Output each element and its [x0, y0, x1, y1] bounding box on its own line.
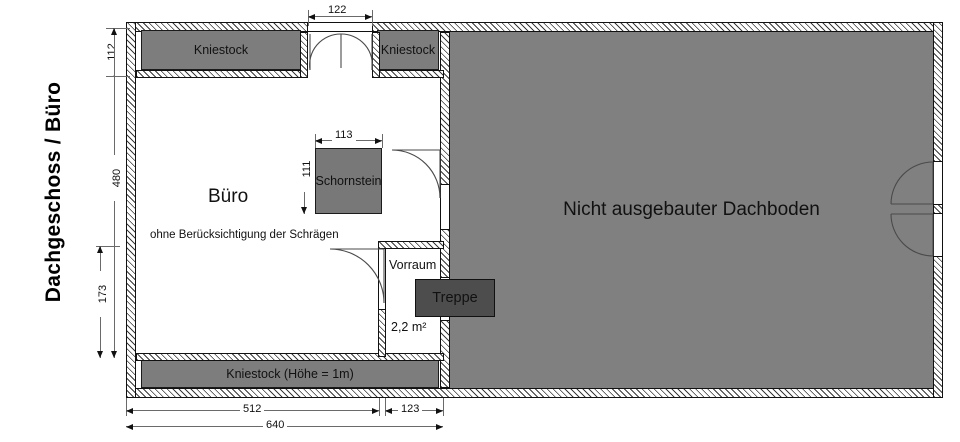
stairs-block: Treppe [415, 279, 495, 317]
wall-bottom [126, 388, 943, 398]
dimension-left-173-label: 173 [97, 271, 109, 317]
chimney-block: Schornstein [315, 148, 382, 214]
wall-top-opening-lintel [308, 22, 372, 32]
room-buero-label: Büro [208, 186, 249, 207]
wall-top-right [372, 22, 943, 32]
door-arc-attic-lower [890, 213, 937, 260]
dimension-chimney-111-label: 111 [301, 146, 313, 192]
kniestock-bottom-label: Kniestock (Höhe = 1m) [226, 367, 354, 381]
room-attic: Nicht ausgebauter Dachboden [450, 32, 933, 388]
door-arc-attic-upper [890, 161, 937, 208]
kniestock-top-left: Kniestock [141, 30, 301, 70]
door-arc-top-double [309, 32, 373, 72]
kniestock-top-right-label: Kniestock [380, 43, 436, 57]
wall-right-outer-lower [933, 256, 943, 398]
dimension-bottom-123-label: 123 [398, 403, 423, 415]
room-attic-label: Nicht ausgebauter Dachboden [563, 199, 820, 220]
door-arc-buero-upper [391, 149, 442, 200]
wall-right-outer-upper [933, 22, 943, 162]
wall-kniestock-top-left-right [300, 32, 308, 78]
dimension-top-122-label: 122 [325, 4, 350, 16]
kniestock-top-left-label: Kniestock [193, 43, 249, 57]
kniestock-bottom: Kniestock (Höhe = 1m) [141, 360, 439, 388]
room-vorraum-label: Vorraum [389, 258, 437, 272]
dimension-chimney-113-label: 113 [332, 129, 356, 141]
wall-kniestock-top-right-left [372, 32, 380, 78]
wall-right-outer-middle [933, 204, 943, 214]
wall-kniestock-top-right-bottom [372, 70, 444, 78]
wall-kniestock-bottom-top [136, 353, 444, 361]
wall-divider-upper [440, 32, 450, 185]
wall-vorraum-top [378, 241, 444, 249]
wall-kniestock-top-left-bottom [136, 70, 308, 78]
room-vorraum-area: 2,2 m² [391, 320, 427, 334]
kniestock-top-right: Kniestock [377, 30, 439, 70]
dimension-bottom-640-label: 640 [263, 419, 288, 431]
chimney-label: Schornstein [315, 174, 382, 188]
dimension-left-112-label: 112 [106, 29, 118, 75]
wall-vorraum-left-lower [378, 309, 386, 357]
stairs-label: Treppe [432, 290, 478, 306]
door-opening-divider-upper [440, 185, 450, 229]
dimension-left-480-label: 480 [111, 155, 123, 201]
sheet-title: Dachgeschoss / Büro [42, 81, 65, 303]
wall-left-outer [126, 22, 136, 398]
door-arc-vorraum [329, 248, 386, 305]
room-buero-note: ohne Berücksichtigung der Schrägen [150, 229, 339, 241]
dimension-bottom-512-label: 512 [240, 403, 265, 415]
wall-divider-middle [440, 229, 450, 278]
